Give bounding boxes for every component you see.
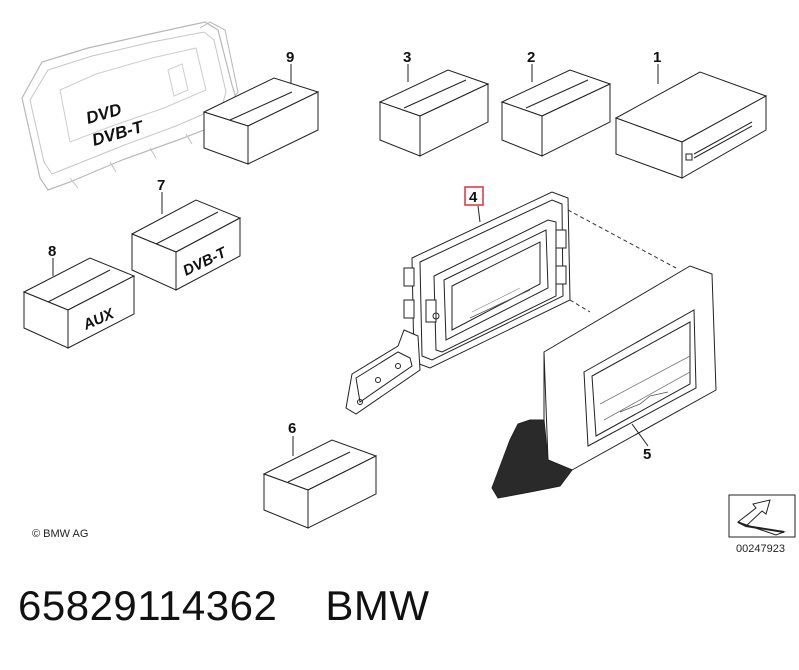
copyright-text: © BMW AG xyxy=(32,528,88,540)
callout-8: 8 xyxy=(48,243,56,260)
box-2: 2 xyxy=(500,49,612,157)
brand-name: BMW xyxy=(325,582,430,629)
direction-arrow-icon xyxy=(728,494,796,538)
callout-6: 6 xyxy=(288,420,296,437)
callout-1: 1 xyxy=(653,49,661,66)
callout-9: 9 xyxy=(286,49,294,66)
part-5-trim-panel: 5 xyxy=(491,265,717,499)
callout-2: 2 xyxy=(527,49,535,66)
part-4-mounting-frame: 4 xyxy=(345,186,677,415)
part-caption: 65829114362 BMW xyxy=(18,582,429,642)
part-number: 65829114362 xyxy=(18,582,278,629)
diagram-number: 00247923 xyxy=(736,543,785,555)
callout-7: 7 xyxy=(157,177,165,194)
box-7: DVB-T 7 xyxy=(130,177,242,291)
callout-5: 5 xyxy=(643,446,651,463)
box-1-dvd-drive: 1 xyxy=(614,49,768,179)
display-housing: DVD DVB-T xyxy=(21,21,241,191)
box-6: 6 xyxy=(262,420,378,529)
box-9: 9 xyxy=(202,49,320,165)
callout-4-highlight xyxy=(464,186,484,206)
callout-3: 3 xyxy=(403,49,411,66)
box-3: 3 xyxy=(378,49,490,157)
callout-4: 4 xyxy=(469,189,478,206)
box-8: AUX 8 xyxy=(22,243,136,349)
